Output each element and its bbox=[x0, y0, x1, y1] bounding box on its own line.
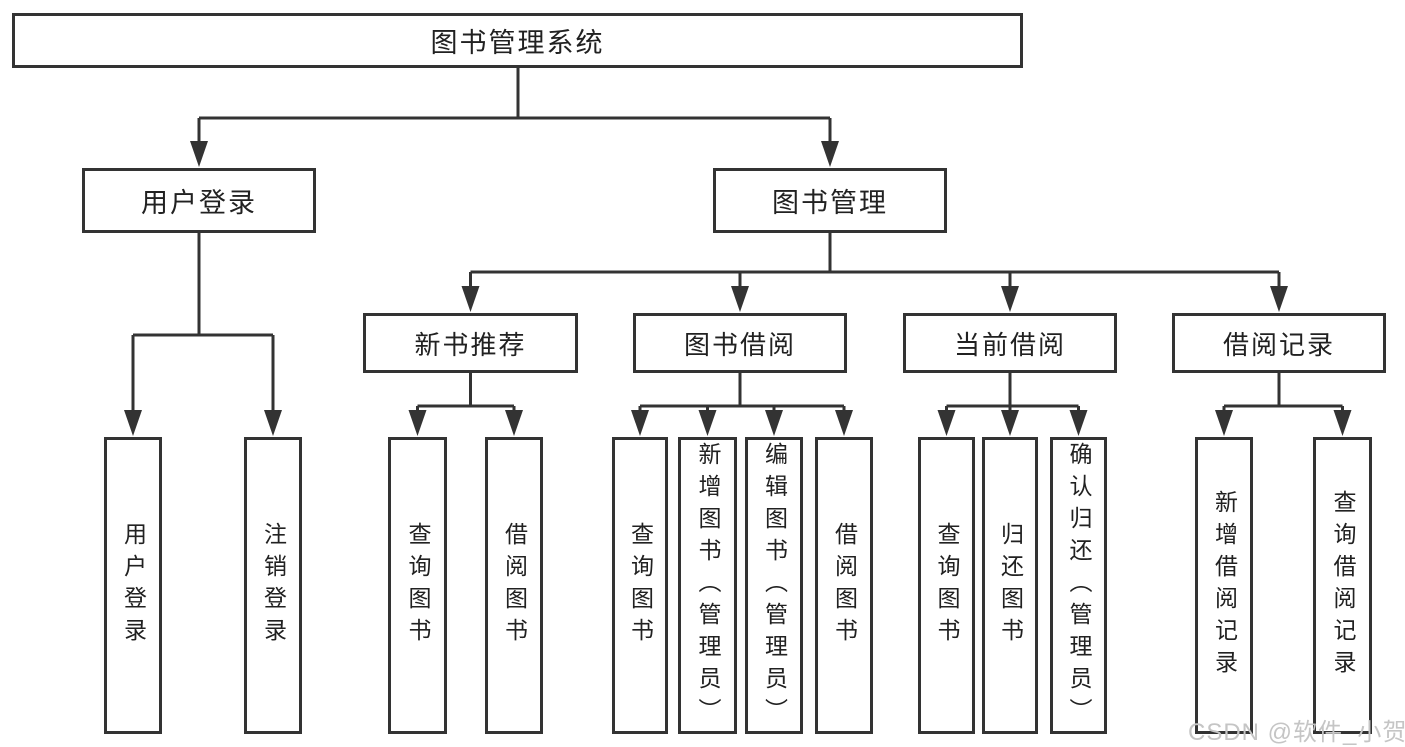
leaf-query-borrow-record-label: 查询借阅记录 bbox=[1330, 489, 1356, 682]
section-new-book-recommend-label: 新书推荐 bbox=[414, 329, 527, 360]
leaf-query-books-borrow: 查询图书 bbox=[612, 437, 668, 734]
leaf-query-books-current: 查询图书 bbox=[918, 437, 975, 734]
leaf-add-borrow-record-label: 新增借阅记录 bbox=[1211, 489, 1238, 682]
leaf-borrow-books-recommend-label: 借阅图书 bbox=[501, 521, 528, 650]
root-node-label: 图书管理系统 bbox=[430, 28, 605, 58]
leaf-return-book: 归还图书 bbox=[982, 437, 1038, 734]
leaf-edit-book-admin-label: 编辑图书（管理员） bbox=[761, 441, 788, 730]
root-node-library-system: 图书管理系统 bbox=[12, 13, 1023, 68]
leaf-add-book-admin-label: 新增图书（管理员） bbox=[695, 441, 721, 730]
branch-user-login-label: 用户登录 bbox=[141, 188, 257, 218]
branch-book-management: 图书管理 bbox=[713, 168, 947, 233]
leaf-query-books-current-label: 查询图书 bbox=[934, 521, 960, 650]
section-new-book-recommend: 新书推荐 bbox=[363, 313, 578, 373]
section-current-borrow-label: 当前借阅 bbox=[953, 329, 1066, 360]
leaf-query-books-recommend: 查询图书 bbox=[388, 437, 447, 734]
section-borrow-records-label: 借阅记录 bbox=[1222, 329, 1335, 360]
leaf-borrow-books-recommend: 借阅图书 bbox=[485, 437, 543, 734]
arrowheads bbox=[124, 141, 1352, 436]
leaf-query-books-recommend-label: 查询图书 bbox=[405, 521, 431, 650]
leaf-confirm-return-admin: 确认归还（管理员） bbox=[1050, 437, 1107, 734]
leaf-query-borrow-record: 查询借阅记录 bbox=[1313, 437, 1372, 734]
section-borrow-records: 借阅记录 bbox=[1172, 313, 1386, 373]
leaf-logout-label: 注销登录 bbox=[260, 521, 287, 650]
leaf-borrow-books-label: 借阅图书 bbox=[831, 521, 858, 650]
leaf-user-login-label: 用户登录 bbox=[120, 521, 147, 650]
branch-book-management-label: 图书管理 bbox=[772, 188, 888, 218]
leaf-confirm-return-admin-label: 确认归还（管理员） bbox=[1066, 441, 1092, 730]
leaf-borrow-books: 借阅图书 bbox=[815, 437, 873, 734]
leaf-add-book-admin: 新增图书（管理员） bbox=[678, 437, 737, 734]
section-current-borrow: 当前借阅 bbox=[903, 313, 1117, 373]
section-book-borrow: 图书借阅 bbox=[633, 313, 847, 373]
csdn-watermark: CSDN @软件_小贺同学 bbox=[1188, 719, 1405, 746]
leaf-logout: 注销登录 bbox=[244, 437, 302, 734]
leaf-user-login: 用户登录 bbox=[104, 437, 162, 734]
leaf-return-book-label: 归还图书 bbox=[997, 521, 1024, 650]
leaf-edit-book-admin: 编辑图书（管理员） bbox=[745, 437, 803, 734]
leaf-query-books-borrow-label: 查询图书 bbox=[627, 521, 654, 650]
branch-user-login: 用户登录 bbox=[82, 168, 316, 233]
leaf-add-borrow-record: 新增借阅记录 bbox=[1195, 437, 1253, 734]
section-book-borrow-label: 图书借阅 bbox=[683, 329, 796, 360]
